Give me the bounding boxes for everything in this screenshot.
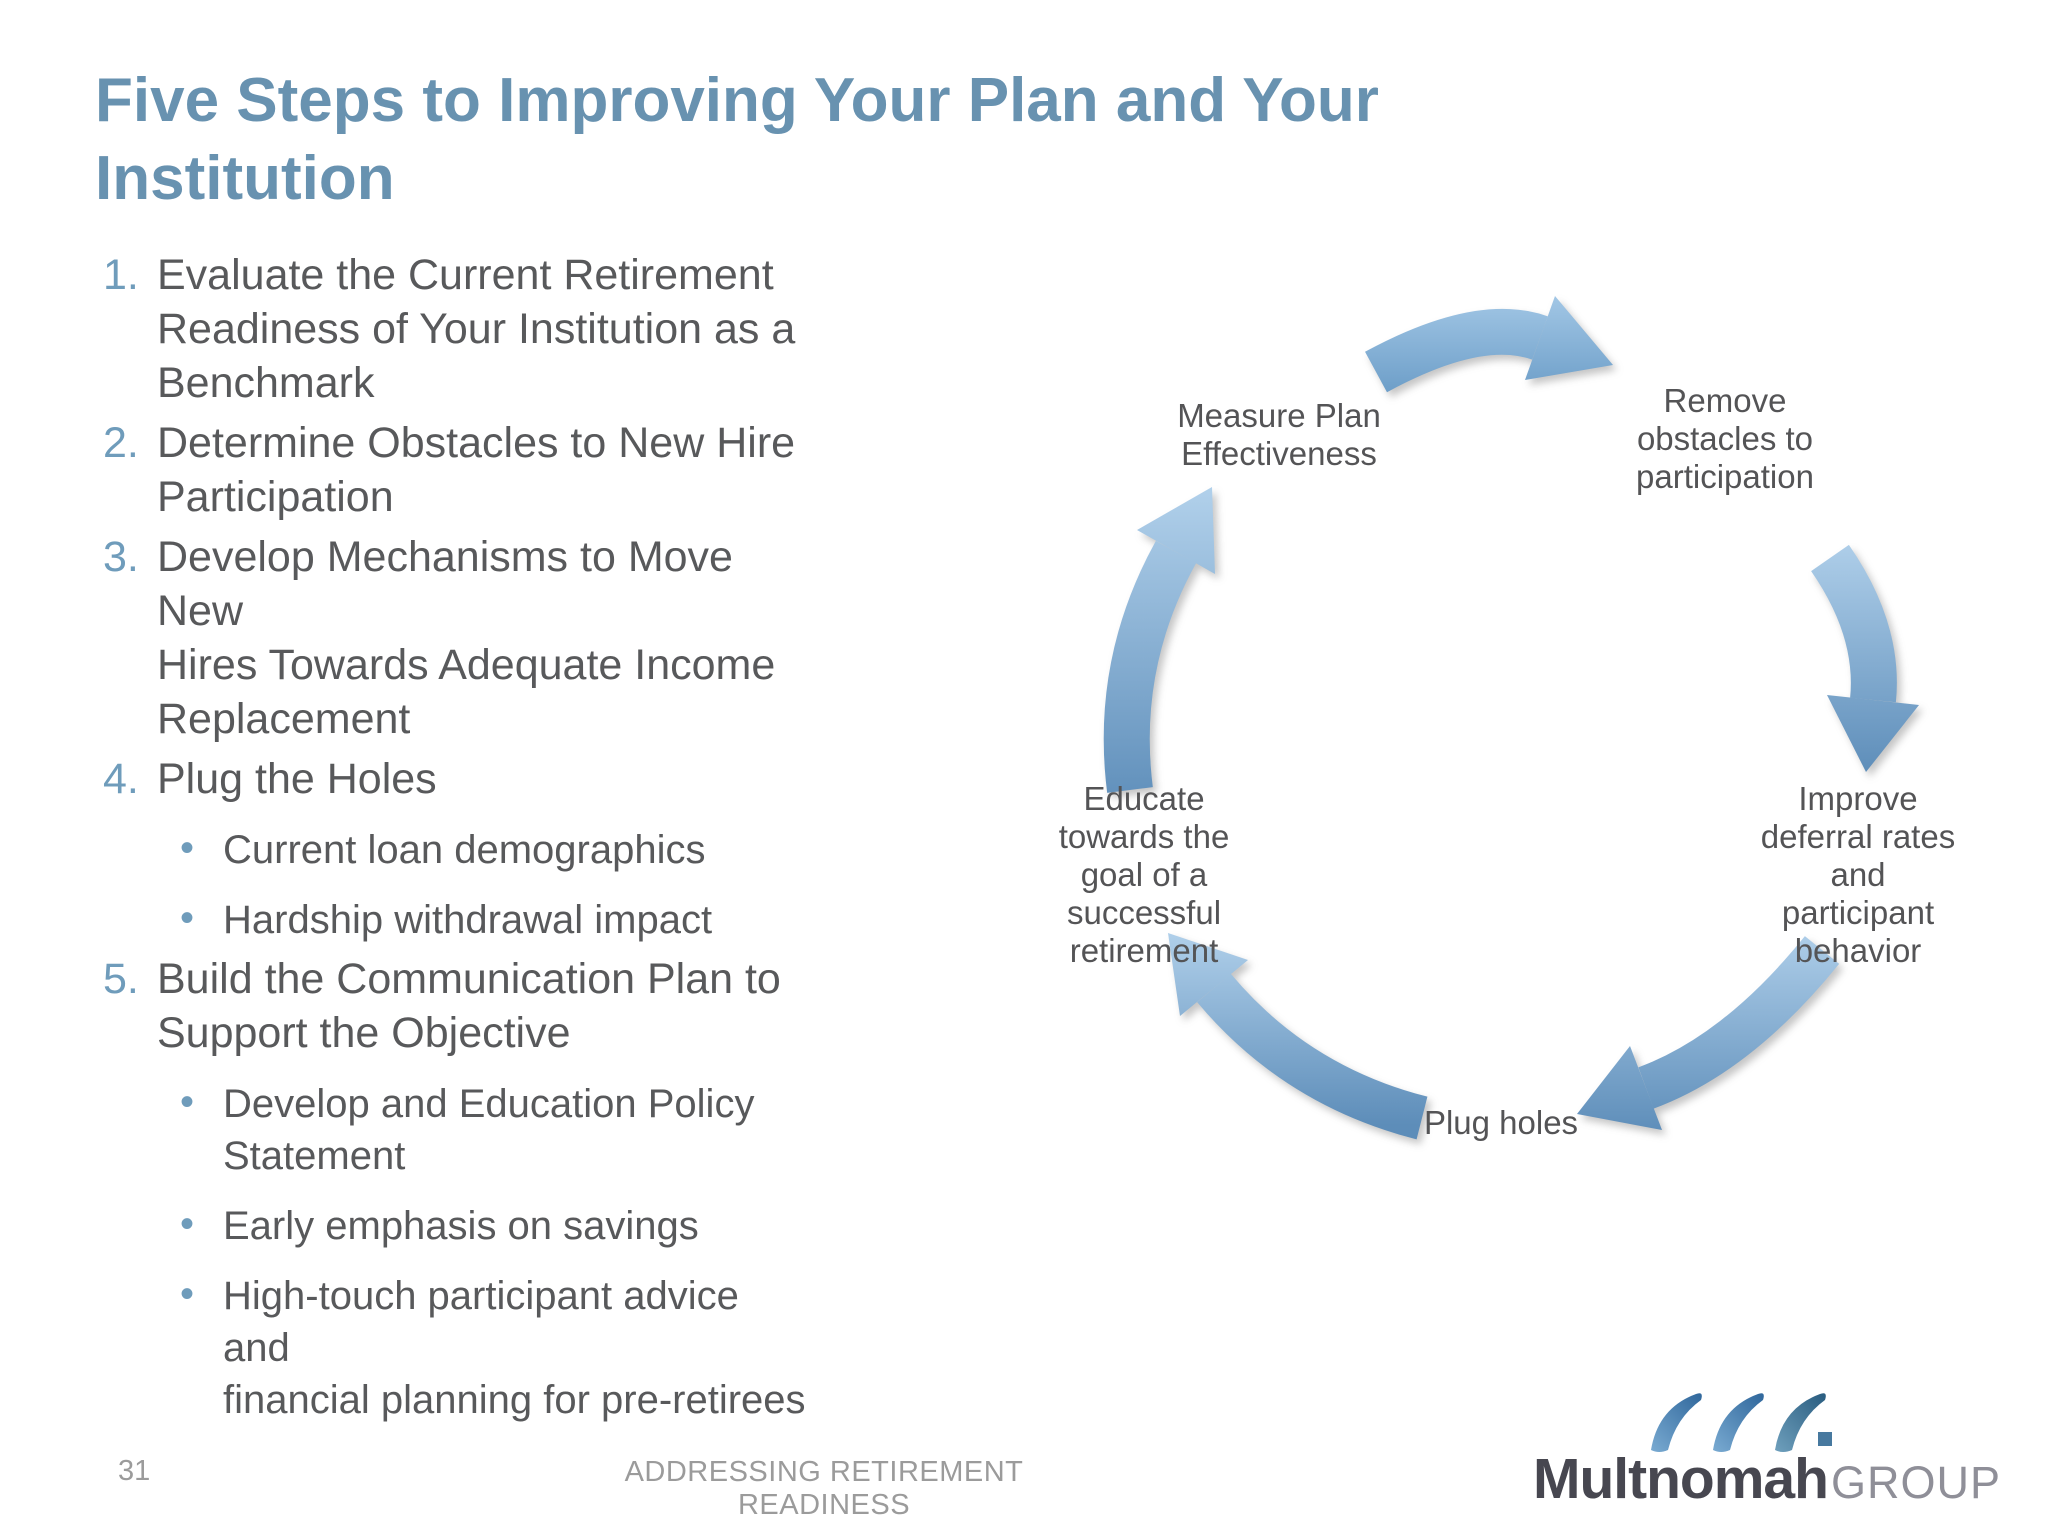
cycle-arrow-bottom-right-icon (1577, 936, 1840, 1130)
sub-bullet-list: • Current loan demographics • Hardship wit… (95, 824, 815, 946)
list-item: • Early emphasis on savings (95, 1200, 815, 1252)
list-item: • High-touch participant advice and finan… (95, 1270, 815, 1426)
cycle-node-remove-obstacles: Remove obstacles to participation (1636, 382, 1814, 495)
bullet-icon: • (180, 1202, 195, 1246)
list-item: • Hardship withdrawal impact (95, 894, 815, 946)
list-item: • Develop and Education Policy Statement (95, 1078, 815, 1182)
steps-list: 1. Evaluate the Current Retirement Readi… (95, 242, 815, 1426)
logo-text: Multnomah GROUP (1533, 1446, 2001, 1512)
sub-bullet-text: Current loan demographics (223, 828, 706, 872)
bullet-icon: • (180, 1080, 195, 1124)
footer-title: ADDRESSING RETIREMENT READINESS (624, 1456, 1024, 1521)
cycle-node-improve-deferral-rates: Improve deferral rates and participant b… (1760, 780, 1956, 969)
step-number: 2. (103, 419, 139, 467)
logo-suffix: GROUP (1830, 1457, 2001, 1508)
list-item: 3. Develop Mechanisms to Move New Hires … (95, 530, 815, 746)
bullet-icon: • (180, 1272, 195, 1316)
cycle-node-measure-plan-effectiveness: Measure Plan Effectiveness (1177, 397, 1381, 472)
sub-bullet-text: High-touch participant advice and financ… (223, 1274, 806, 1422)
page-title: Five Steps to Improving Your Plan and Yo… (95, 66, 1379, 213)
page-number: 31 (118, 1455, 151, 1487)
list-item: 4. Plug the Holes • Current loan demograp… (95, 752, 815, 946)
step-number: 3. (103, 533, 139, 581)
sub-bullet-list: •Develop and Education Policy Statement … (95, 1078, 815, 1426)
cycle-arrow-right-icon (1810, 544, 1919, 772)
step-text: Determine Obstacles to New Hire Particip… (157, 419, 796, 521)
cycle-arrow-bottom-left-icon (1168, 933, 1428, 1140)
step-text: Develop Mechanisms to Move New Hires Tow… (157, 533, 776, 743)
multnomah-logo-mark-icon (1651, 1393, 1832, 1452)
bullet-icon: • (180, 896, 195, 940)
list-item: 1. Evaluate the Current Retirement Readi… (95, 248, 815, 410)
sub-bullet-text: Hardship withdrawal impact (223, 898, 713, 942)
list-item: • Current loan demographics (95, 824, 815, 876)
bullet-icon: • (180, 826, 195, 870)
cycle-arrows-graphic (1103, 296, 1919, 1140)
list-item: 2. Determine Obstacles to New Hire Parti… (95, 416, 815, 524)
logo-brand-name: Multnomah (1533, 1447, 1829, 1511)
cycle-arrow-top-icon (1365, 296, 1613, 393)
cycle-node-plug-holes: Plug holes (1423, 1104, 1579, 1141)
step-number: 4. (103, 755, 139, 803)
step-number: 1. (103, 251, 139, 299)
cycle-arrow-left-icon (1103, 487, 1215, 793)
cycle-node-educate: Educate towards the goal of a successful… (1058, 780, 1230, 969)
multnomah-group-logo: Multnomah GROUP (1533, 1392, 2000, 1522)
sub-bullet-text: Early emphasis on savings (223, 1204, 699, 1248)
step-number: 5. (103, 955, 139, 1003)
list-item: 5. Build the Communication Plan to Suppo… (95, 952, 815, 1426)
step-text: Plug the Holes (157, 755, 437, 803)
cycle-diagram: Measure Plan Effectiveness Remove obstac… (1024, 230, 2048, 1240)
step-text: Build the Communication Plan to Support … (157, 955, 781, 1057)
step-text: Evaluate the Current Retirement Readines… (157, 251, 796, 407)
sub-bullet-text: Develop and Education Policy Statement (223, 1082, 755, 1178)
